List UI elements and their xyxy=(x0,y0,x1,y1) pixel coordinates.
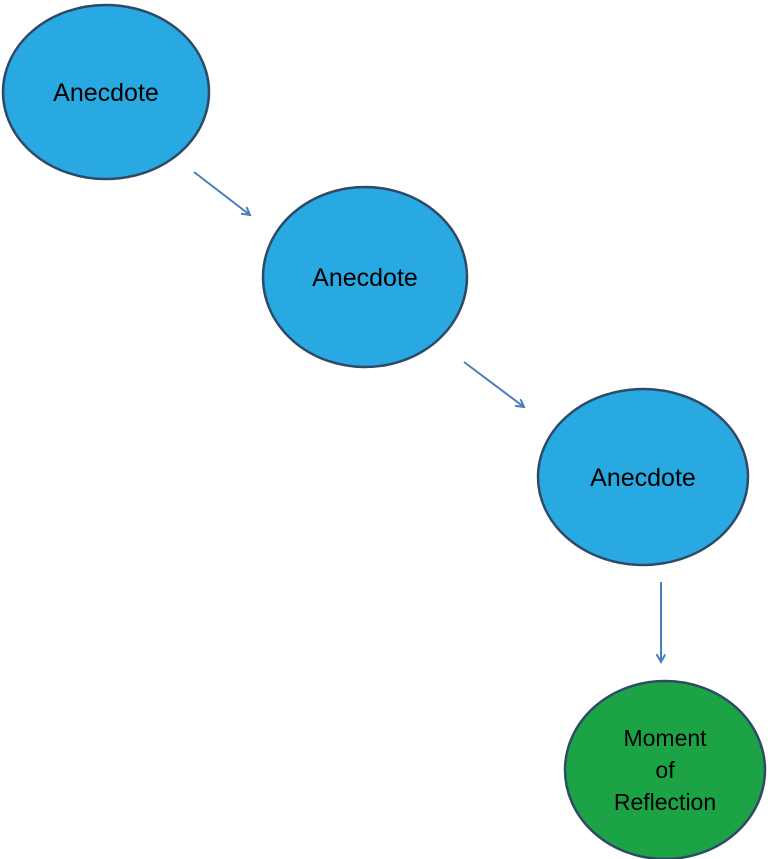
node-anecdote-2: Anecdote xyxy=(261,185,469,369)
node-anecdote-3: Anecdote xyxy=(536,387,750,567)
node-anecdote-1-shape xyxy=(1,3,211,181)
node-anecdote-2-shape xyxy=(261,185,469,369)
node-anecdote-1: Anecdote xyxy=(1,3,211,181)
node-anecdote-2-label: Anecdote xyxy=(312,264,418,292)
node-moment-of-reflection: Moment of Reflection xyxy=(563,679,767,859)
arrow-anecdote2-to-anecdote3 xyxy=(463,361,524,407)
node-moment-of-reflection-shape xyxy=(563,679,767,859)
node-anecdote-3-label: Anecdote xyxy=(590,464,696,492)
node-moment-of-reflection-label-line1: Moment xyxy=(623,725,707,751)
node-moment-of-reflection-label-line3: Reflection xyxy=(614,789,716,815)
node-anecdote-1-label: Anecdote xyxy=(53,79,159,107)
node-moment-of-reflection-label-line2: of xyxy=(655,757,675,783)
arrow-anecdote1-to-anecdote2 xyxy=(193,171,250,215)
node-anecdote-3-shape xyxy=(536,387,750,567)
